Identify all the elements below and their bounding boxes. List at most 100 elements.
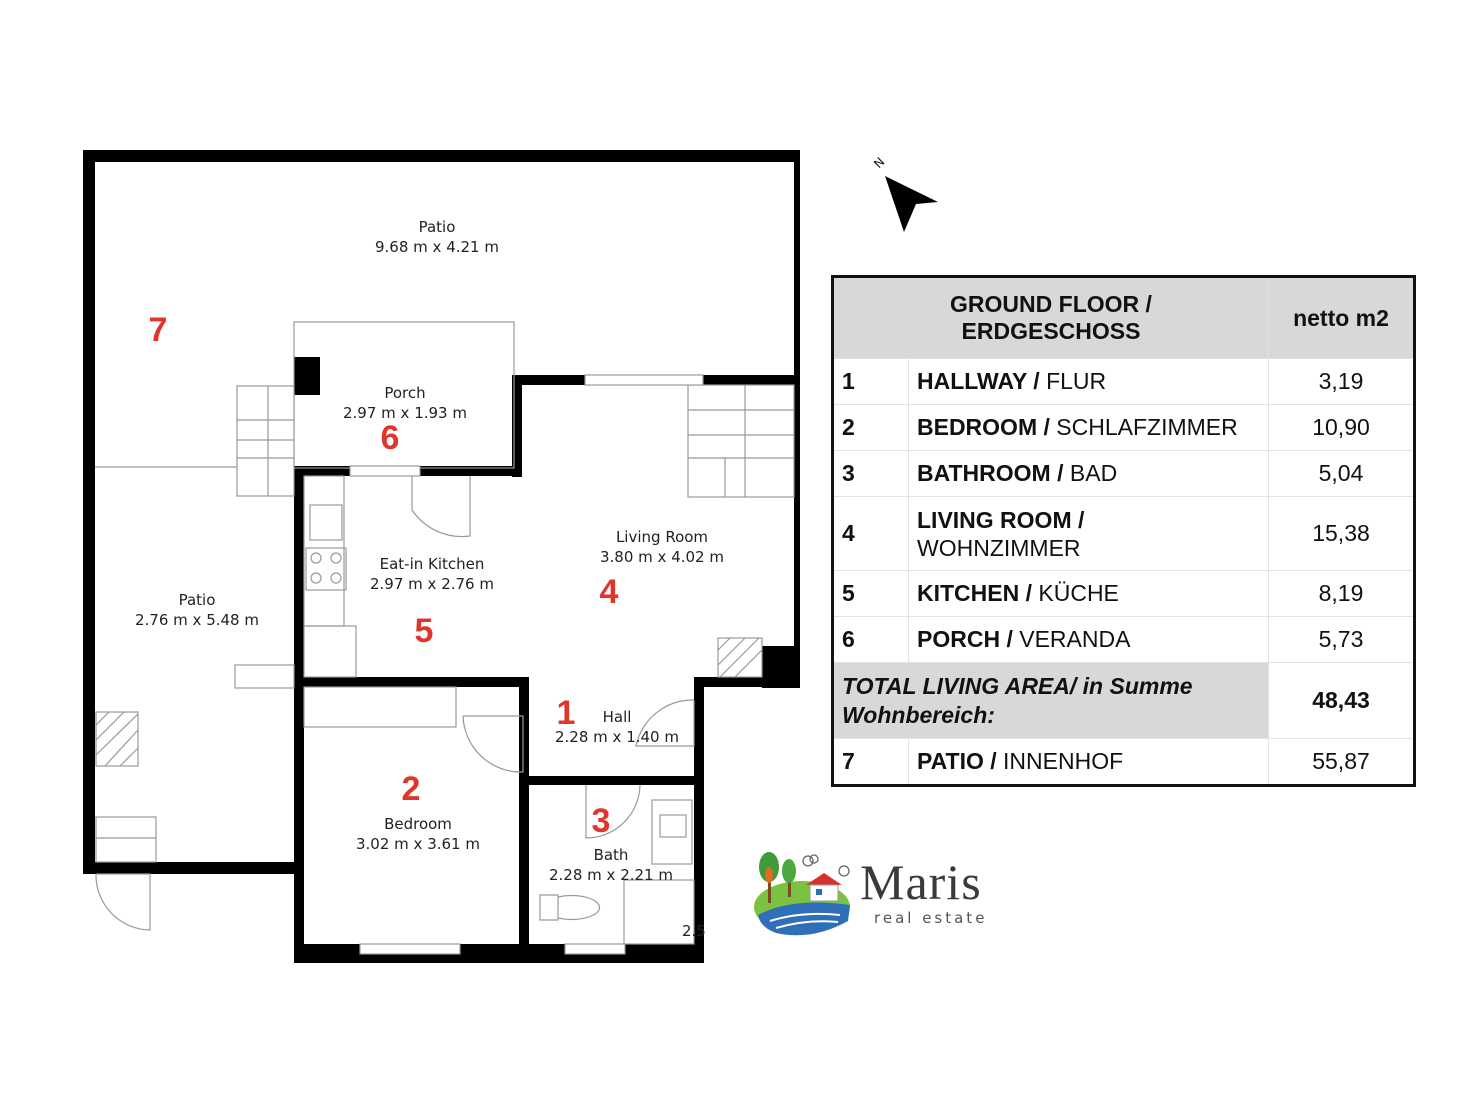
room-name-bath: Bath	[594, 846, 629, 864]
wall	[794, 150, 800, 688]
row-name: BATHROOM / BAD	[908, 450, 1269, 497]
room-size-hall: 2.28 m x 1.40 m	[555, 728, 679, 746]
wall	[294, 357, 320, 395]
wall	[294, 944, 704, 963]
title-line-2: ERDGESCHOSS	[961, 318, 1141, 344]
hatch-block	[717, 637, 763, 678]
wall	[294, 677, 529, 687]
staircase	[687, 384, 795, 498]
wall	[83, 150, 95, 874]
row-value: 55,87	[1268, 738, 1415, 786]
kitchen-sink	[309, 504, 343, 541]
wall	[524, 776, 699, 785]
room-size-living: 3.80 m x 4.02 m	[600, 548, 724, 566]
dimension-fragment: 2.5	[682, 922, 706, 940]
room-name-patio-top: Patio	[419, 218, 456, 236]
room-name-kitchen: Eat-in Kitchen	[380, 555, 485, 573]
table-row: 6 PORCH / VERANDA 5,73	[832, 616, 1415, 663]
window	[349, 465, 421, 477]
room-name-porch: Porch	[384, 384, 425, 402]
window	[564, 943, 626, 955]
row-number: 2	[832, 404, 909, 451]
row-name: BEDROOM / SCHLAFZIMMER	[908, 404, 1269, 451]
table-row: 4 LIVING ROOM /WOHNZIMMER 15,38	[832, 496, 1415, 571]
cooktop	[305, 547, 347, 591]
window	[359, 943, 461, 955]
room-size-patio-top: 9.68 m x 4.21 m	[375, 238, 499, 256]
company-logo: Maris real estate	[752, 845, 1022, 945]
row-value: 5,73	[1268, 616, 1415, 663]
door-swing	[411, 476, 471, 538]
row-value: 3,19	[1268, 358, 1415, 405]
logo-name: Maris	[860, 854, 982, 910]
vanity	[651, 799, 693, 865]
window	[584, 374, 704, 386]
logo-subtitle: real estate	[874, 909, 988, 927]
row-value: 8,19	[1268, 570, 1415, 617]
row-number: 4	[832, 496, 909, 571]
room-number-bath: 3	[592, 802, 611, 840]
wall	[83, 862, 295, 874]
table-row: 7 PATIO / INNENHOF 55,87	[832, 738, 1415, 786]
area-table: GROUND FLOOR / ERDGESCHOSS netto m2 1 HA…	[831, 275, 1416, 787]
room-number-patio: 7	[149, 311, 168, 349]
row-number: 7	[832, 738, 909, 786]
table-title: GROUND FLOOR / ERDGESCHOSS	[832, 276, 1269, 359]
wall	[83, 150, 800, 162]
room-size-bath: 2.28 m x 2.21 m	[549, 866, 673, 884]
room-number-living: 4	[600, 573, 619, 611]
title-line-1: GROUND FLOOR /	[950, 291, 1152, 317]
table-header: GROUND FLOOR / ERDGESCHOSS netto m2	[832, 276, 1415, 359]
room-size-porch: 2.97 m x 1.93 m	[343, 404, 467, 422]
room-size-patio-left: 2.76 m x 5.48 m	[135, 611, 259, 629]
total-value: 48,43	[1268, 662, 1415, 739]
row-name: PATIO / INNENHOF	[908, 738, 1269, 786]
room-name-hall: Hall	[603, 708, 632, 726]
wall	[294, 466, 304, 963]
patio-steps	[95, 816, 157, 863]
row-number: 1	[832, 358, 909, 405]
total-row: TOTAL LIVING AREA/ in Summe Wohnbereich:…	[832, 662, 1415, 739]
door-swing	[585, 784, 641, 839]
wall	[694, 677, 800, 687]
hatch-block	[95, 711, 139, 767]
row-name: HALLWAY / FLUR	[908, 358, 1269, 405]
row-value: 10,90	[1268, 404, 1415, 451]
porch-steps	[236, 385, 295, 497]
row-value: 15,38	[1268, 496, 1415, 571]
total-label: TOTAL LIVING AREA/ in Summe Wohnbereich:	[832, 662, 1269, 739]
room-number-kitchen: 5	[415, 612, 434, 650]
row-name: KITCHEN / KÜCHE	[908, 570, 1269, 617]
row-number: 5	[832, 570, 909, 617]
row-number: 3	[832, 450, 909, 497]
room-number-porch: 6	[381, 419, 400, 457]
row-value: 5,04	[1268, 450, 1415, 497]
door-swing	[462, 715, 524, 773]
row-name: PORCH / VERANDA	[908, 616, 1269, 663]
room-name-patio-left: Patio	[179, 591, 216, 609]
wardrobe	[303, 686, 457, 728]
table-row: 3 BATHROOM / BAD 5,04	[832, 450, 1415, 497]
wall	[694, 677, 704, 963]
room-size-kitchen: 2.97 m x 2.76 m	[370, 575, 494, 593]
row-number: 6	[832, 616, 909, 663]
wall	[512, 375, 522, 477]
table-row: 5 KITCHEN / KÜCHE 8,19	[832, 570, 1415, 617]
door-swing	[95, 873, 151, 931]
table-row: 1 HALLWAY / FLUR 3,19	[832, 358, 1415, 405]
room-name-bedroom: Bedroom	[384, 815, 452, 833]
north-arrow-icon: N	[871, 155, 938, 232]
door-swing	[635, 699, 695, 747]
logo-landscape-icon	[754, 852, 850, 936]
shower	[623, 879, 695, 945]
wall	[762, 646, 800, 688]
wall	[519, 677, 529, 963]
room-size-bedroom: 3.02 m x 3.61 m	[356, 835, 480, 853]
row-name: LIVING ROOM /WOHNZIMMER	[908, 496, 1269, 571]
toilet-icon	[539, 894, 601, 921]
north-label: N	[871, 155, 887, 171]
room-number-bedroom: 2	[402, 770, 421, 808]
floor-plan: Patio 9.68 m x 4.21 m Patio 2.76 m x 5.4…	[83, 150, 800, 963]
room-name-living: Living Room	[616, 528, 708, 546]
table-row: 2 BEDROOM / SCHLAFZIMMER 10,90	[832, 404, 1415, 451]
